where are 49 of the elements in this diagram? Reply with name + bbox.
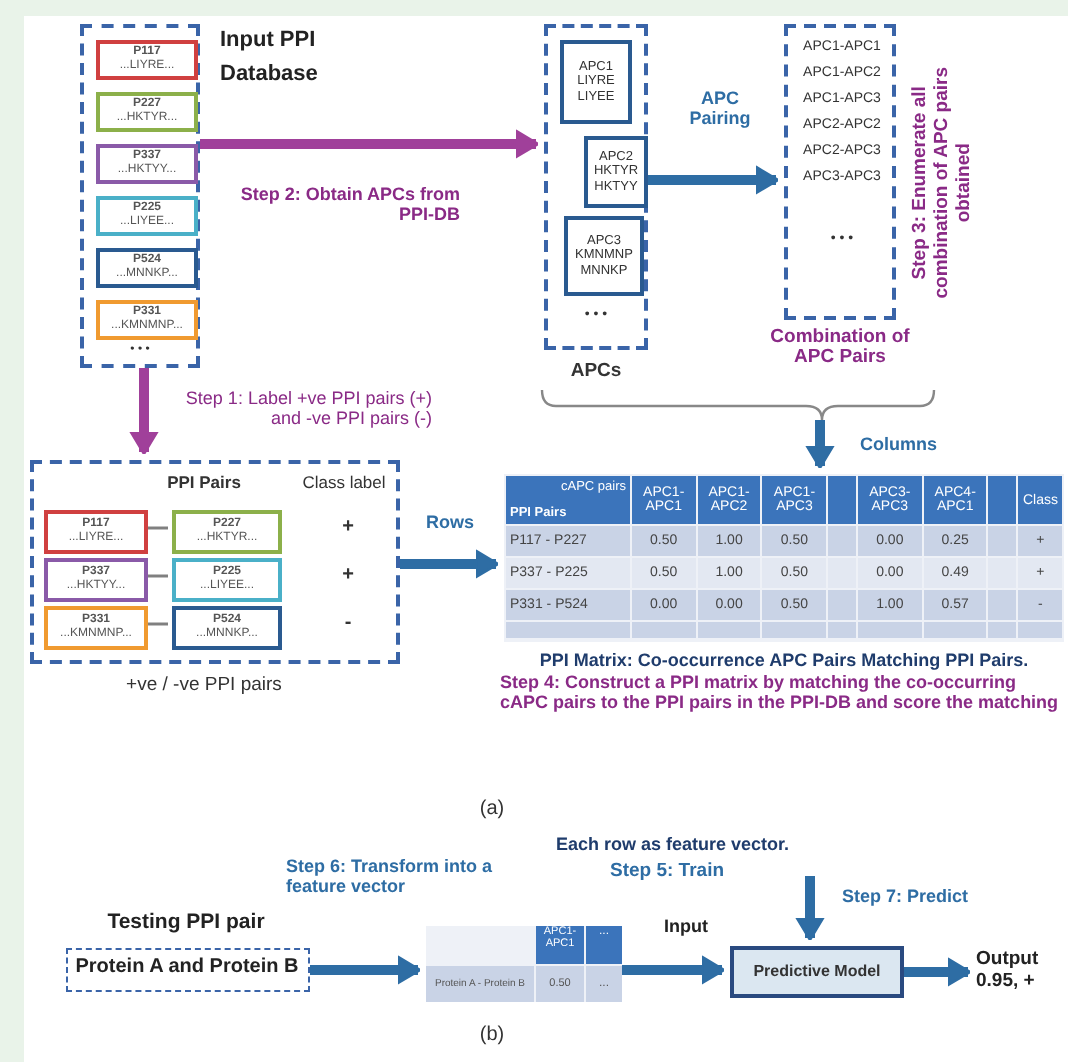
edge-label: Step 2: Obtain APCs from PPI-DB [240, 184, 460, 226]
apc-box [560, 40, 632, 124]
panel-label: (b) [477, 1024, 507, 1047]
step-note: Step 4: Construct a PPI matrix by matching the co-occurring cAPC pairs to the PPI pairs in the PPI-DB and score the matching [500, 672, 1061, 714]
sequence-box [96, 196, 198, 236]
table-caption: PPI Matrix: Co-occurrence APC Pairs Matching PPI Pairs. [537, 650, 1031, 671]
block-arrow [400, 549, 500, 579]
panel-label: (a) [477, 798, 507, 821]
sequence-box [44, 510, 148, 554]
sequence-box [96, 300, 198, 340]
block-arrow [200, 129, 540, 159]
sequence-box [96, 92, 198, 132]
heading: Combination of APC Pairs [768, 328, 912, 370]
column-header: Class label [300, 474, 388, 493]
feature-vector-table [426, 926, 622, 1002]
step-note: Step 5: Train [610, 862, 727, 884]
note: Each row as feature vector. [556, 834, 792, 855]
sequence-box [44, 558, 148, 602]
sequence-box [96, 248, 198, 288]
input-text: Protein A and Protein B [73, 956, 301, 978]
heading: Input PPI Database [220, 26, 320, 89]
block-arrow [129, 368, 159, 456]
brace [540, 388, 936, 420]
node-label: +ve / -ve PPI pairs [124, 676, 284, 697]
sequence-box [172, 606, 282, 650]
sequence-box [172, 558, 282, 602]
apc-box [584, 136, 648, 208]
class-sign: + [340, 564, 356, 586]
sequence-box [172, 510, 282, 554]
heading: APCs [568, 362, 624, 383]
matrix-table [504, 474, 1064, 642]
apc-box [564, 216, 644, 296]
column-header: PPI Pairs [165, 474, 243, 493]
block-arrow [622, 955, 726, 985]
step-note: Step 3: Enumerate all combination of APC pairs obtained [911, 65, 977, 303]
sequence-box [96, 40, 198, 80]
block-arrow [310, 955, 422, 985]
sequence-box [44, 606, 148, 650]
node-title: Predictive Model [753, 963, 881, 981]
heading: Testing PPI pair [105, 912, 267, 936]
block-arrow [904, 957, 972, 987]
class-sign: - [342, 612, 354, 634]
output-label: Output 0.95, + [976, 948, 1064, 1004]
block-arrow [795, 876, 825, 942]
model-box [730, 946, 904, 998]
class-sign: + [340, 516, 356, 538]
block-arrow [805, 420, 835, 470]
block-arrow [648, 165, 780, 195]
sequence-box [96, 144, 198, 184]
